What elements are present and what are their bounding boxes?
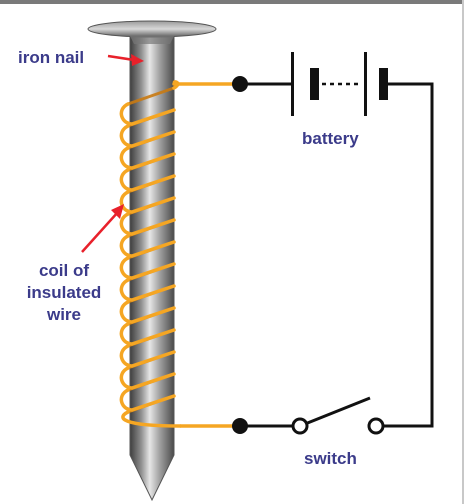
switch-label: switch xyxy=(304,449,357,468)
switch-contact-right xyxy=(367,417,385,435)
battery-plate-long-2 xyxy=(364,52,367,116)
battery-symbol xyxy=(291,52,388,116)
coil-label-line-1: coil of xyxy=(38,261,90,280)
coil-label-line-3: wire xyxy=(46,305,82,324)
junction-top-dot xyxy=(232,76,248,92)
battery-plate-short-2 xyxy=(379,68,388,100)
nail-head xyxy=(87,20,217,38)
coil-label: coil of insulated wire xyxy=(8,260,120,326)
coil-lead-wires xyxy=(176,82,240,428)
battery-plate-short-1 xyxy=(310,68,319,100)
switch-contact-left xyxy=(291,417,309,435)
switch-symbol xyxy=(291,396,385,435)
coil-arrow xyxy=(81,204,124,253)
battery-plate-long-1 xyxy=(291,52,294,116)
iron-nail-label: iron nail xyxy=(18,48,85,67)
circuit-wires xyxy=(238,82,434,428)
battery-label: battery xyxy=(302,129,359,148)
iron-nail-arrow xyxy=(107,54,144,66)
coil-label-line-2: insulated xyxy=(26,283,102,302)
switch-lever xyxy=(299,396,371,428)
nail-collar xyxy=(130,36,174,44)
junction-bottom-dot xyxy=(232,418,248,434)
